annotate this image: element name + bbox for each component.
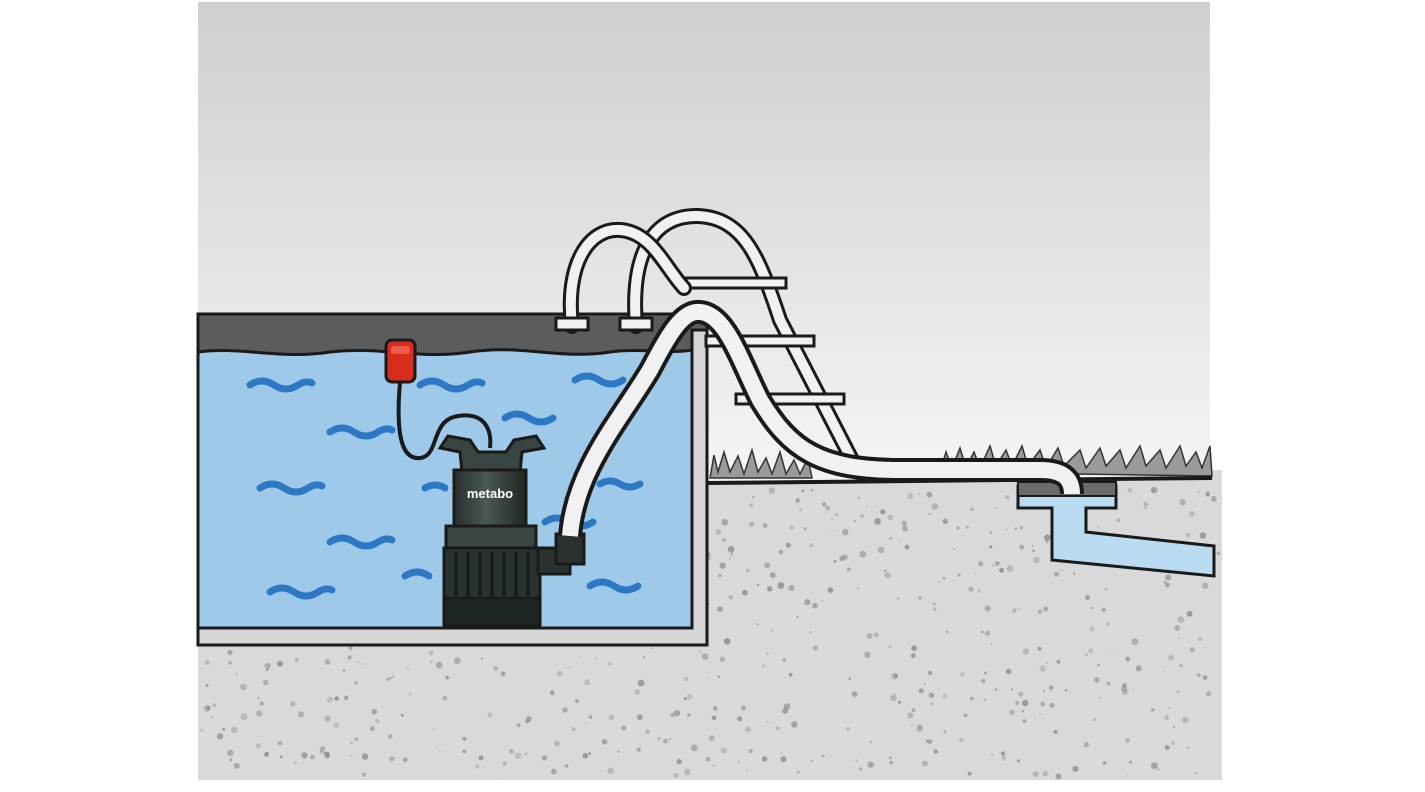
pump-ribs	[454, 552, 530, 596]
pump-brand-label: metabo	[467, 486, 513, 501]
drain-icon	[1016, 484, 1216, 578]
pump-upper-body	[452, 468, 528, 528]
pool-ladder-icon	[554, 207, 860, 468]
ladder-mount-left	[554, 316, 590, 332]
ground	[198, 470, 1222, 780]
ladder-mount-right	[618, 316, 654, 332]
pump-foot	[442, 596, 542, 628]
submersible-pump-icon: metabo	[437, 434, 586, 628]
pump-coupling	[554, 532, 586, 566]
pool-wall	[196, 328, 709, 647]
ground-speckles	[200, 486, 1221, 780]
float-switch-cable	[396, 381, 493, 461]
float-switch-highlight	[391, 346, 410, 354]
pump-collar	[444, 524, 538, 550]
grass	[709, 447, 813, 479]
discharge-hose	[558, 300, 1084, 538]
